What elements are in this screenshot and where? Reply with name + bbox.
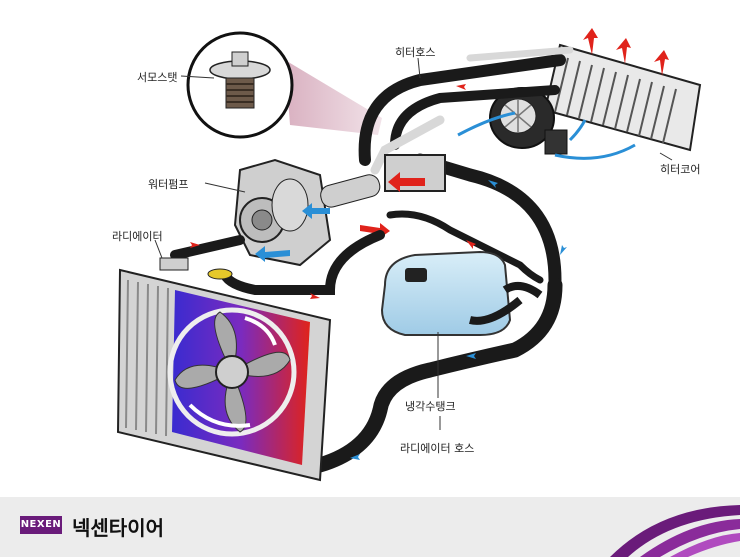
heater-core-label: 히터코어: [660, 163, 701, 176]
footer-swoosh-graphic: [610, 505, 740, 557]
thermostat-label: 서모스탯: [137, 71, 178, 84]
radiator-hose-label: 라디에이터 호스: [400, 442, 475, 455]
label-leader-lines: [154, 57, 673, 430]
heater-hoses: [358, 54, 566, 287]
footer-bar: [0, 497, 740, 557]
heater-hose-label: 히터호스: [395, 46, 436, 59]
heater-core: [543, 43, 702, 152]
radiator-upper-hoses: [170, 210, 544, 295]
radiator-fan: [167, 307, 297, 437]
thermostat-callout-cone: [285, 60, 382, 135]
water-pump: [233, 154, 446, 267]
cooling-system-diagram: [116, 28, 702, 482]
radiator-lower-hose: [312, 277, 563, 473]
hose-flow-markers: [190, 84, 567, 460]
airflow-arrows: [457, 111, 636, 160]
brand-name: 넥센타이어: [72, 516, 164, 540]
nexen-logo: NEXEN: [20, 516, 62, 534]
heater-hose-metal: [370, 46, 574, 175]
coolant-tank-label: 냉각수탱크: [405, 400, 456, 413]
radiator-label: 라디에이터: [112, 230, 163, 243]
thermostat-detail: [186, 31, 294, 139]
coolant-tank: [380, 250, 543, 336]
heat-arrows: [583, 28, 669, 76]
water-pump-label: 워터펌프: [148, 178, 189, 191]
